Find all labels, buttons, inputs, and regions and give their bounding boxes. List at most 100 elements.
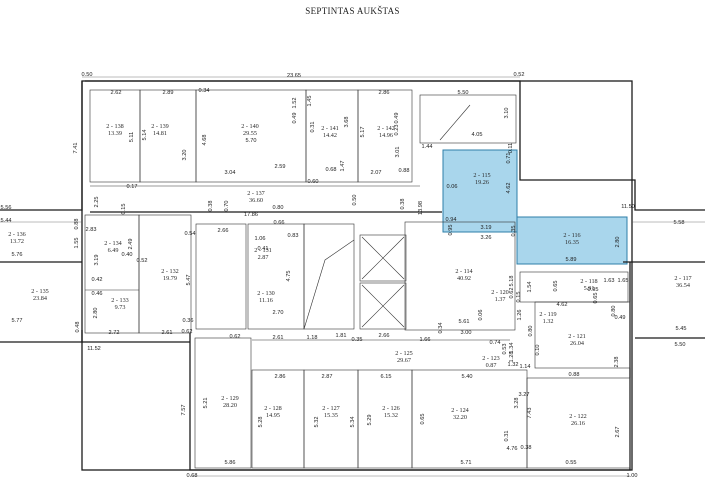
dimension-label: 0.15 xyxy=(121,204,127,215)
dimension-label: 3.20 xyxy=(182,150,188,161)
room-area-2-124: 32.20 xyxy=(453,414,467,421)
room-label-2-132: 2 - 132 xyxy=(161,268,179,275)
dimension-label: 0.95 xyxy=(588,287,599,293)
room-label-2-126: 2 - 126 xyxy=(382,405,400,412)
dimension-label: 3.19 xyxy=(94,255,100,266)
dimension-label: 0.50 xyxy=(82,72,93,78)
wall-room-121 xyxy=(534,301,631,369)
dimension-label: 4.62 xyxy=(506,183,512,194)
dimension-label: 0.17 xyxy=(127,184,138,190)
dimension-label: 5.29 xyxy=(367,415,373,426)
dimension-label: 0.50 xyxy=(352,195,358,206)
dimension-label: 0.62 xyxy=(230,334,241,340)
dimension-label: 1.44 xyxy=(422,144,433,150)
dimension-label: 0.49 xyxy=(292,113,298,124)
room-label-2-137: 2 - 137 xyxy=(247,190,265,197)
room-area-2-116: 16.35 xyxy=(565,239,579,246)
room-area-2-138: 13.39 xyxy=(108,130,122,137)
dimension-label: 0.80 xyxy=(528,326,534,337)
dimension-label: 3.68 xyxy=(344,117,350,128)
room-area-2-136: 13.72 xyxy=(10,238,24,245)
dimension-label: 0.60 xyxy=(308,179,319,185)
dimension-label: 5.21 xyxy=(203,398,209,409)
dimension-label: 0.62 xyxy=(182,329,193,335)
room-area-2-114: 40.92 xyxy=(457,275,471,282)
dimension-label: 3.10 xyxy=(504,108,510,119)
dimension-label: 1.81 xyxy=(336,333,347,339)
dimension-label: 0.68 xyxy=(326,167,337,173)
dimension-label: 5.44 xyxy=(1,218,12,224)
dimension-label: 5.76 xyxy=(12,252,23,258)
dimension-label: 5.11 xyxy=(129,132,135,142)
wall-room-118-block xyxy=(519,271,629,303)
dimension-label: 3.01 xyxy=(395,147,401,158)
wall-room-132 xyxy=(138,214,192,334)
room-label-2-119: 2 - 119 xyxy=(539,311,556,318)
dimension-label: 2.25 xyxy=(94,197,100,208)
dimension-label: 0.41 xyxy=(258,246,269,252)
dimension-label: 0.88 xyxy=(399,168,410,174)
wall-room-124 xyxy=(411,369,528,469)
dimension-label: 0.49 xyxy=(394,113,400,124)
room-label-2-116: 2 - 116 xyxy=(563,232,580,239)
dimension-label: 1.47 xyxy=(340,161,346,172)
dimension-label: 3.04 xyxy=(225,170,236,176)
room-label-2-125: 2 - 125 xyxy=(395,350,413,357)
wall-room-129 xyxy=(194,337,252,469)
dimension-label: 0.65 xyxy=(553,281,559,292)
dimension-label: 5.56 xyxy=(1,205,12,211)
room-area-2-122: 26.16 xyxy=(571,420,585,427)
dimension-label: 5.61 xyxy=(459,319,470,325)
dimension-label: 11.50 xyxy=(621,204,635,210)
dimension-label: 0.68 xyxy=(187,473,198,479)
dimension-label: 1.63 xyxy=(604,278,615,284)
wall-room-114 xyxy=(404,221,516,331)
dimension-label: 0.11 xyxy=(508,143,514,153)
room-area-2-132: 19.79 xyxy=(163,275,177,282)
dimension-label: 2.72 xyxy=(109,330,120,336)
dimension-label: 0.35 xyxy=(352,337,363,343)
dimension-label: 4.05 xyxy=(472,132,483,138)
dimension-label: 17.86 xyxy=(244,212,258,218)
dimension-label: 1.06 xyxy=(255,236,266,242)
dimension-label: 0.95 xyxy=(448,225,454,236)
dimension-label: 0.88 xyxy=(74,219,80,230)
dimension-label: 5.50 xyxy=(675,342,686,348)
room-area-2-117: 36.54 xyxy=(676,282,690,289)
room-area-2-139: 14.81 xyxy=(153,130,167,137)
dimension-label: 5.47 xyxy=(186,275,192,286)
dimension-label: 0.53 xyxy=(502,344,508,355)
dimension-label: 0.23 xyxy=(394,125,400,136)
dimension-label: 2.80 xyxy=(93,308,99,319)
dimension-label: 0.31 xyxy=(504,431,510,442)
dimension-label: 4.76 xyxy=(507,446,518,452)
exterior-walls xyxy=(0,80,705,471)
room-label-2-121: 2 - 121 xyxy=(568,333,586,340)
wall-outline-lower xyxy=(82,262,631,471)
room-label-2-118: 2 - 118 xyxy=(580,278,597,285)
dimension-label: 2.61 xyxy=(162,330,173,336)
plan-title: SEPTINTAS AUKŠTAS xyxy=(305,6,400,16)
dimension-label: 2.62 xyxy=(111,90,122,96)
void-line xyxy=(303,239,355,330)
dimension-label: 1.28 xyxy=(509,352,515,363)
dimension-label: 2.86 xyxy=(275,374,286,380)
dimension-label: 0.55 xyxy=(566,460,577,466)
dimension-label: 0.31 xyxy=(310,122,316,133)
wall-room-142 xyxy=(357,89,413,183)
room-area-2-128: 14.95 xyxy=(266,412,280,419)
dimension-label: 5.71 xyxy=(461,460,472,466)
dimension-label: 1.32 xyxy=(508,362,519,368)
dimension-label: 3.27 xyxy=(519,392,530,398)
room-label-2-136: 2 - 136 xyxy=(8,231,26,238)
dimension-label: 1.54 xyxy=(527,282,533,293)
dimension-label: 0.48 xyxy=(75,322,81,333)
highlight-room-2-115 xyxy=(442,149,518,233)
room-area-2-131: 2.87 xyxy=(258,254,269,261)
dimension-label: 13.98 xyxy=(418,201,424,215)
room-label-2-130: 2 - 130 xyxy=(257,290,275,297)
dimension-label: 2.38 xyxy=(614,357,620,368)
dimension-label: 3.00 xyxy=(461,330,472,336)
dimension-label: 0.49 xyxy=(615,315,626,321)
